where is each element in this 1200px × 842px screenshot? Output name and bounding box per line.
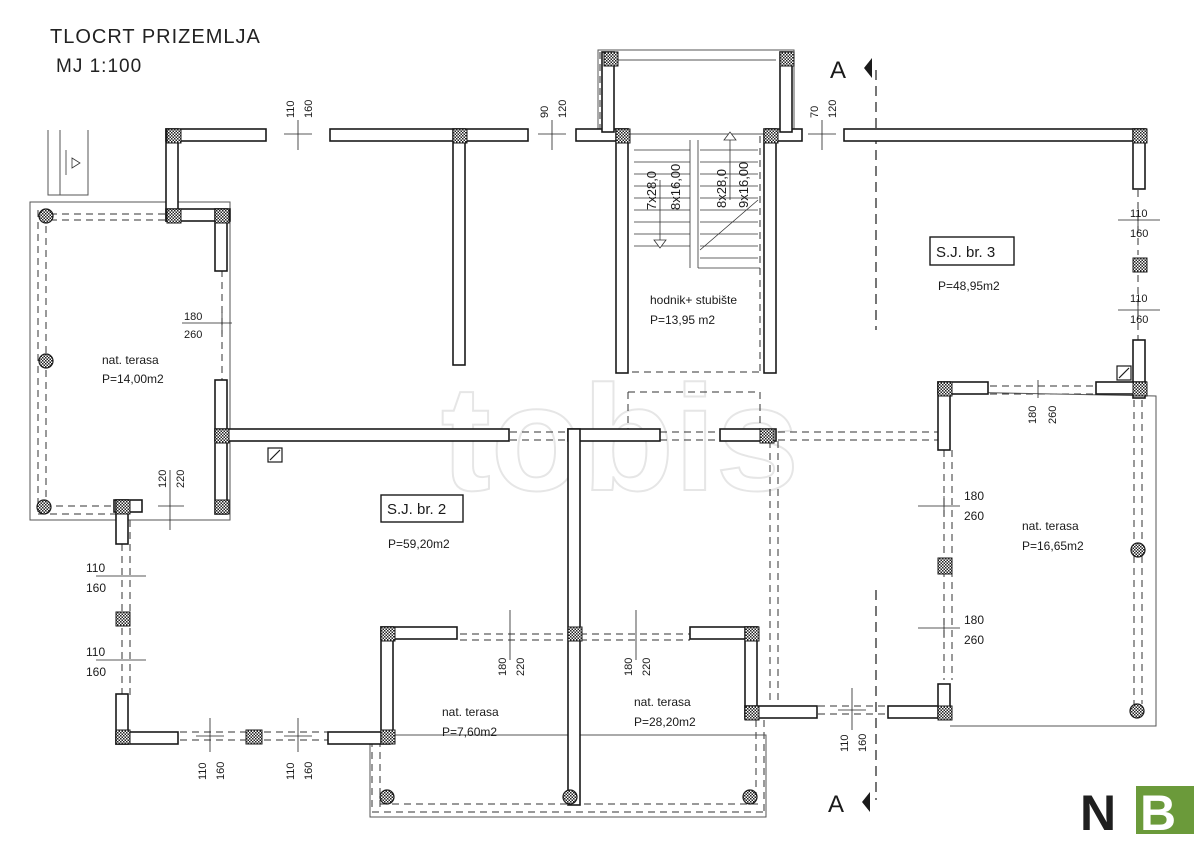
logo-letter-n: N: [1080, 786, 1116, 834]
opening-bottom-mid-1-w: 180: [497, 658, 509, 676]
opening-top-3-w: 70: [809, 106, 821, 118]
staircase: [65, 131, 760, 269]
room-name-unit2: S.J. br. 2: [387, 501, 446, 518]
opening-right-1-h: 160: [1130, 228, 1148, 240]
opening-left-wall-2-w: 110: [86, 645, 105, 659]
dimension-ticks: [96, 120, 1160, 752]
opening-left-wall-1-w: 110: [86, 561, 105, 575]
opening-top-2-h: 120: [557, 100, 569, 118]
opening-bottom-mid-2-w: 180: [623, 658, 635, 676]
opening-right-1-w: 110: [1130, 208, 1148, 220]
room-name-hallway: hodnik+ stubište: [650, 293, 737, 307]
section-mark-bottom: A: [828, 791, 844, 818]
room-name-terrace-bottom-left: nat. terasa: [442, 705, 499, 719]
room-area-unit3: P=48,95m2: [938, 279, 1000, 293]
plan-scale: MJ 1:100: [56, 56, 143, 77]
section-mark-top: A: [830, 57, 846, 84]
room-name-terrace-bottom-right: nat. terasa: [634, 695, 691, 709]
section-arrow-bottom: [862, 792, 870, 812]
opening-top-3-h: 120: [827, 100, 839, 118]
opening-terrace-r-1-h: 260: [964, 509, 984, 523]
room-area-terrace-bottom-right: P=28,20m2: [634, 715, 696, 729]
terrace-outlines: [29, 49, 1157, 818]
round-columns: [36, 208, 1146, 805]
stair-label-left-top: 7x28,0: [644, 171, 659, 210]
opening-right-2-w: 110: [1130, 293, 1148, 305]
opening-bottom-right-w: 110: [839, 734, 851, 752]
opening-bottom-2-w: 110: [285, 762, 297, 780]
opening-left-small-h: 220: [175, 470, 187, 488]
opening-bottom-1-w: 110: [197, 762, 209, 780]
opening-bottom-mid-2-h: 220: [641, 658, 653, 676]
opening-bottom-right-h: 160: [857, 734, 869, 752]
opening-top-2-w: 90: [539, 106, 551, 118]
unit3-label-box: [929, 236, 1015, 266]
opening-bottom-2-h: 160: [303, 762, 315, 780]
room-area-unit2: P=59,20m2: [388, 537, 450, 551]
opening-mid-left-h: 260: [184, 329, 202, 341]
plan-title: TLOCRT PRIZEMLJA: [50, 26, 261, 48]
opening-top-1-h: 160: [303, 100, 315, 118]
opening-left-wall-1-h: 160: [86, 581, 106, 595]
columns: [115, 51, 1148, 745]
shaft-symbols: [267, 365, 1132, 463]
room-name-unit3: S.J. br. 3: [936, 244, 995, 261]
opening-terrace-r-2-h: 260: [964, 633, 984, 647]
opening-bottom-1-h: 160: [215, 762, 227, 780]
room-area-terrace-left: P=14,00m2: [102, 372, 164, 386]
room-area-terrace-bottom-left: P=7,60m2: [442, 725, 497, 739]
opening-left-wall-2-h: 160: [86, 665, 106, 679]
opening-top-1-w: 110: [285, 100, 297, 118]
stair-label-right-top: 8x28,0: [714, 169, 729, 208]
stair-label-left-bottom: 8x16,00: [668, 164, 683, 210]
room-name-terrace-right: nat. terasa: [1022, 519, 1079, 533]
opening-mid-right-h: 260: [1047, 406, 1059, 424]
walls: [113, 51, 1147, 806]
opening-mid-right-w: 180: [1027, 406, 1039, 424]
opening-terrace-r-2-w: 180: [964, 613, 984, 627]
logo-letter-b: B: [1140, 786, 1176, 834]
logo-background: [1136, 786, 1194, 834]
opening-left-small-w: 120: [157, 470, 169, 488]
section-arrow-top: [864, 58, 872, 78]
stair-label-right-bottom: 9x16,00: [736, 162, 751, 208]
opening-bottom-mid-1-h: 220: [515, 658, 527, 676]
opening-mid-left-w: 180: [184, 311, 202, 323]
room-area-terrace-right: P=16,65m2: [1022, 539, 1084, 553]
room-name-terrace-left: nat. terasa: [102, 353, 159, 367]
unit2-label-box: [380, 494, 464, 523]
opening-right-2-h: 160: [1130, 314, 1148, 326]
opening-terrace-r-1-w: 180: [964, 489, 984, 503]
room-area-hallway: P=13,95 m2: [650, 313, 715, 327]
